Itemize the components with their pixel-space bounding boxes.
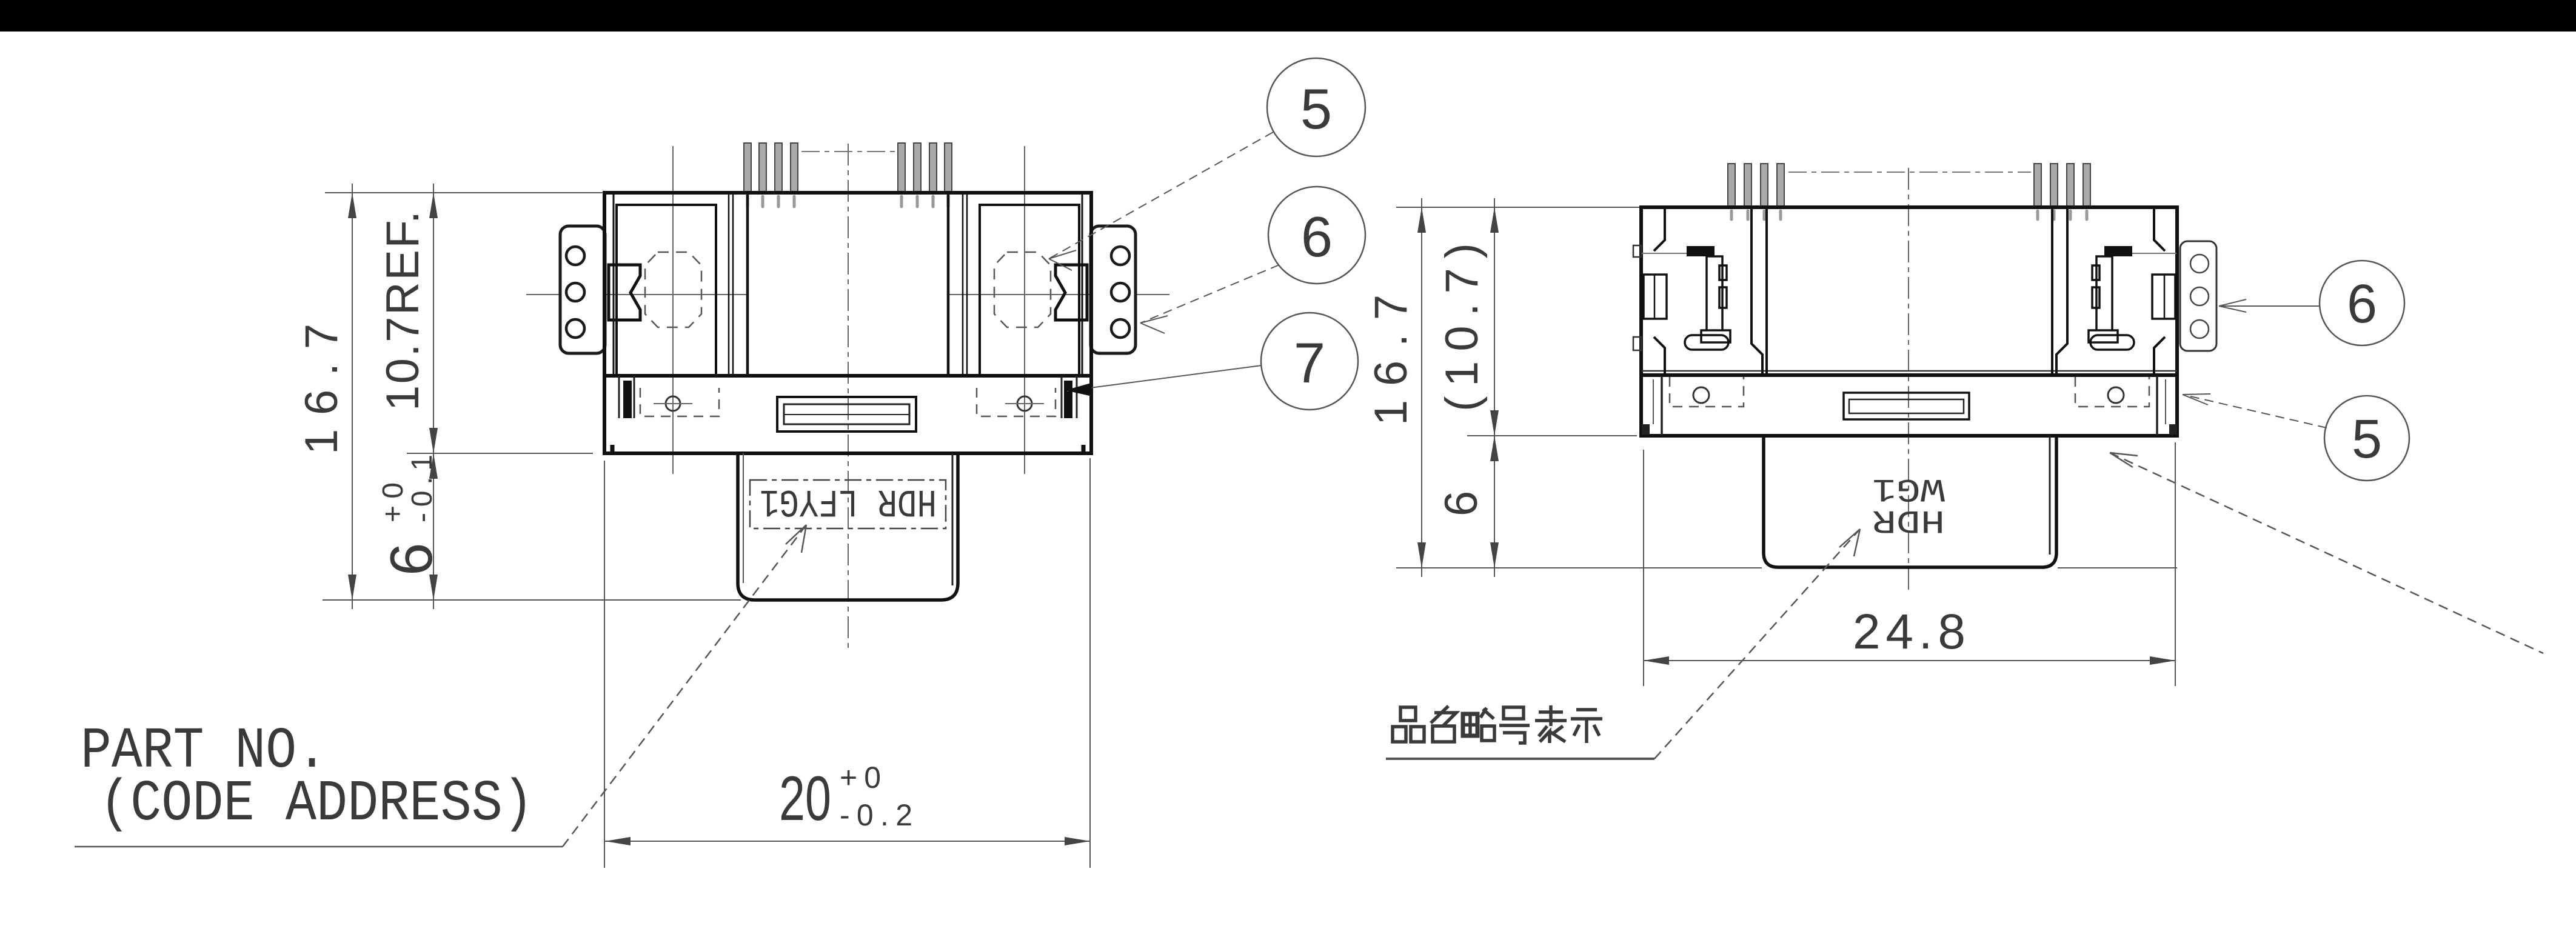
svg-text:5: 5 <box>2352 409 2382 470</box>
svg-text:HDR: HDR <box>1872 501 1945 538</box>
svg-text:6: 6 <box>2347 274 2377 335</box>
svg-text:20: 20 <box>779 764 831 834</box>
svg-text:6: 6 <box>378 542 444 576</box>
svg-text:HDR LFYG1: HDR LFYG1 <box>760 479 937 522</box>
svg-text:7: 7 <box>1294 331 1325 395</box>
svg-text:10.7REF.: 10.7REF. <box>377 211 429 411</box>
svg-text:(10.7): (10.7) <box>1436 243 1488 412</box>
svg-text:6: 6 <box>1301 205 1333 268</box>
svg-text:(CODE ADDRESS): (CODE ADDRESS) <box>99 771 534 837</box>
svg-text:PART NO.: PART NO. <box>81 718 327 784</box>
svg-text:WG1: WG1 <box>1872 470 1945 507</box>
svg-text:5: 5 <box>1300 77 1332 141</box>
svg-text:6: 6 <box>1436 491 1487 516</box>
svg-text:24.8: 24.8 <box>1853 604 1965 659</box>
